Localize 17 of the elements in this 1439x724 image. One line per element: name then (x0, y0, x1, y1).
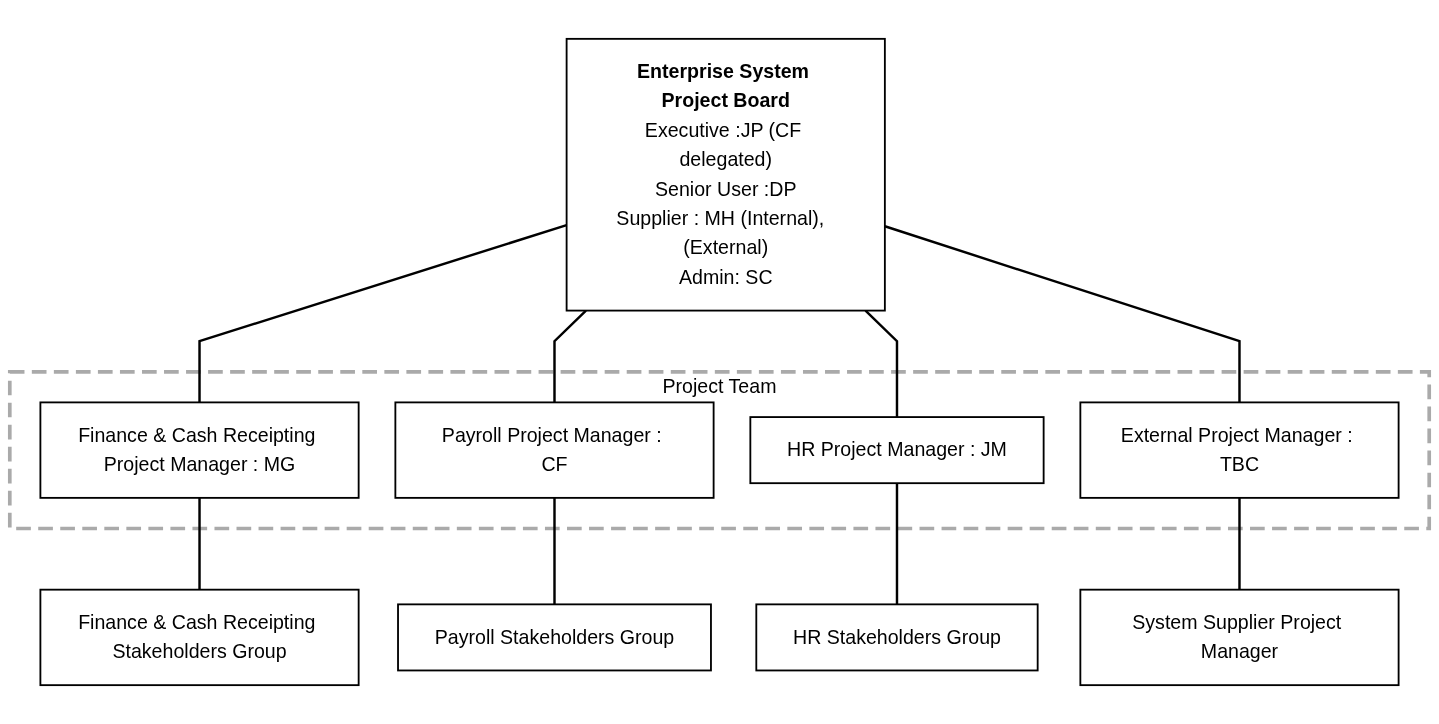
connector (198, 223, 567, 403)
connector (884, 225, 1241, 403)
connector (864, 309, 899, 418)
node-box: HR Project Manager : JM (749, 416, 1045, 485)
node-box: HR Stakeholders Group (755, 603, 1039, 672)
node-box: Payroll Project Manager : CF (394, 401, 715, 499)
connector (198, 497, 201, 590)
node-box: Payroll Stakeholders Group (397, 603, 712, 672)
connector (895, 483, 899, 605)
node-box: System Supplier Project Manager (1079, 588, 1400, 687)
node-box: Finance & Cash Receipting Stakeholders Group (39, 588, 360, 687)
node-box: Finance & Cash Receipting Project Manager : MG (39, 401, 360, 499)
node-box: Enterprise System Project Board Executive :JP (CF delegated) Senior User :DP Supplier : MH (Internal), (External) Admin: SC (565, 37, 886, 312)
node-box: External Project Manager : TBC (1079, 401, 1400, 499)
connector (553, 497, 556, 605)
connector (1238, 497, 1241, 590)
connector (553, 309, 587, 403)
